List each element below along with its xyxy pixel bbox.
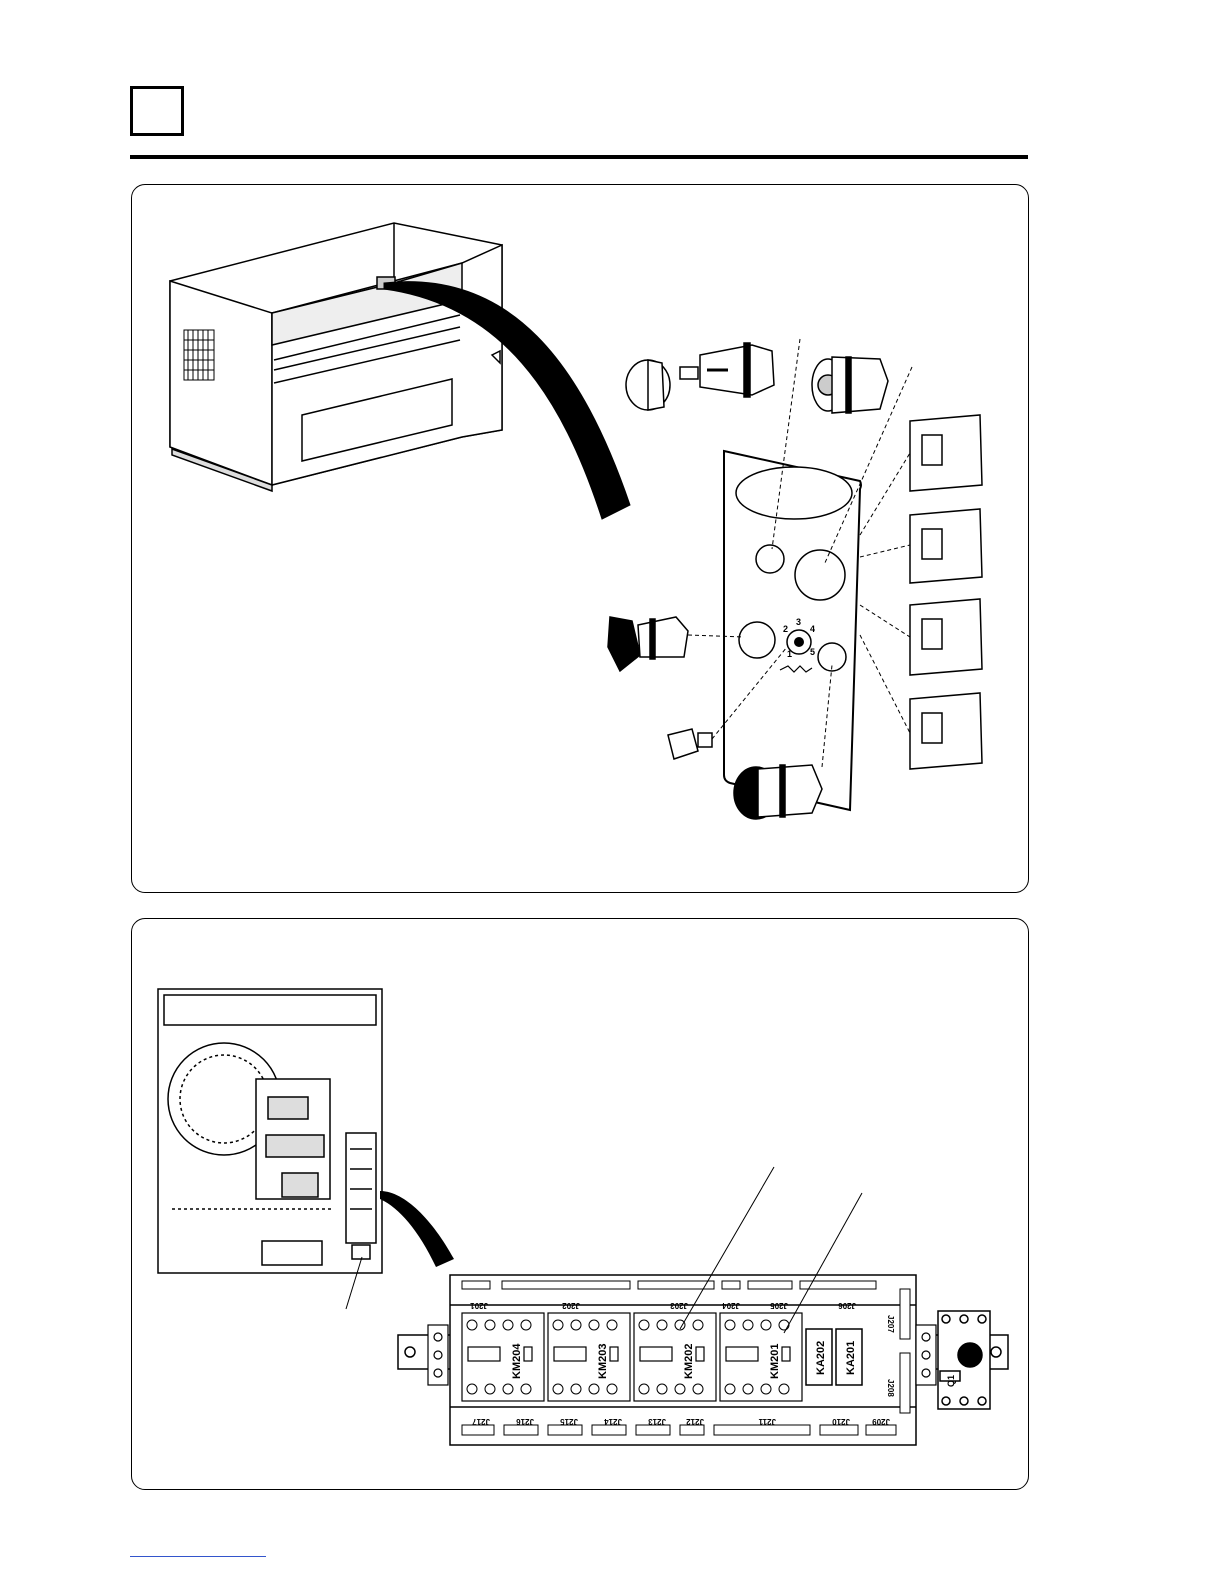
header-rule: [130, 155, 1028, 159]
connector-label: J212: [686, 1417, 704, 1426]
potentiometer-knob: [668, 729, 712, 759]
dial-number: 5: [810, 647, 815, 657]
circuit-breaker-q1: [938, 1311, 990, 1409]
connector-label: J202: [562, 1301, 580, 1310]
contactor-label: KM204: [511, 1343, 523, 1379]
dial-number: 2: [783, 624, 788, 634]
contactor-label: KM201: [769, 1344, 781, 1379]
connector-label: J207: [886, 1315, 895, 1333]
contactor-label: KM203: [597, 1344, 609, 1379]
selector-switch-knob: [608, 617, 688, 671]
connector-label: J211: [758, 1417, 776, 1426]
section-number-box: [130, 86, 184, 136]
connector-label: J209: [872, 1417, 890, 1426]
connector-label: J206: [838, 1301, 856, 1310]
top-connector-row: [462, 1281, 876, 1289]
machine-side-view: [158, 989, 382, 1273]
footer-link-underline: [130, 1556, 266, 1557]
contactor-label: KM202: [683, 1344, 695, 1379]
ironer-machine-illustration: [170, 223, 502, 491]
contact-block: [910, 599, 982, 675]
indicator-lamp-lower: [734, 765, 822, 819]
connector-label: J216: [516, 1417, 534, 1426]
connector-label: J214: [604, 1417, 622, 1426]
connector-label: J203: [670, 1301, 688, 1310]
connector-label: J208: [886, 1379, 895, 1397]
stop-button-cap: [626, 360, 670, 410]
contact-block: [910, 415, 982, 491]
relay-label: KA202: [815, 1341, 827, 1375]
dial-number: 3: [796, 617, 801, 627]
indicator-lamp-large: [812, 357, 888, 413]
connector-label: J217: [472, 1417, 490, 1426]
relay-label: KA201: [845, 1341, 857, 1375]
connector-label: J215: [560, 1417, 578, 1426]
connector-label: J204: [722, 1301, 740, 1310]
contact-block: [910, 509, 982, 583]
contact-block: [910, 693, 982, 769]
dial-number: 1: [787, 649, 792, 659]
start-button: [680, 343, 774, 397]
dial-number: 4: [810, 624, 815, 634]
connector-label: J210: [832, 1417, 850, 1426]
connector-label: J213: [648, 1417, 666, 1426]
breaker-label: Q1: [946, 1375, 956, 1387]
control-panel-figure: 1 2 3 4 5: [131, 184, 1029, 893]
front-plate: [724, 451, 861, 810]
connector-label: J205: [770, 1301, 788, 1310]
callout-arrow: [380, 1191, 454, 1267]
electrical-board-figure: J201 J202 J203 J204 J205 J206 KM204: [131, 918, 1029, 1490]
contact-blocks: [910, 415, 982, 769]
connector-label: J201: [470, 1301, 488, 1310]
